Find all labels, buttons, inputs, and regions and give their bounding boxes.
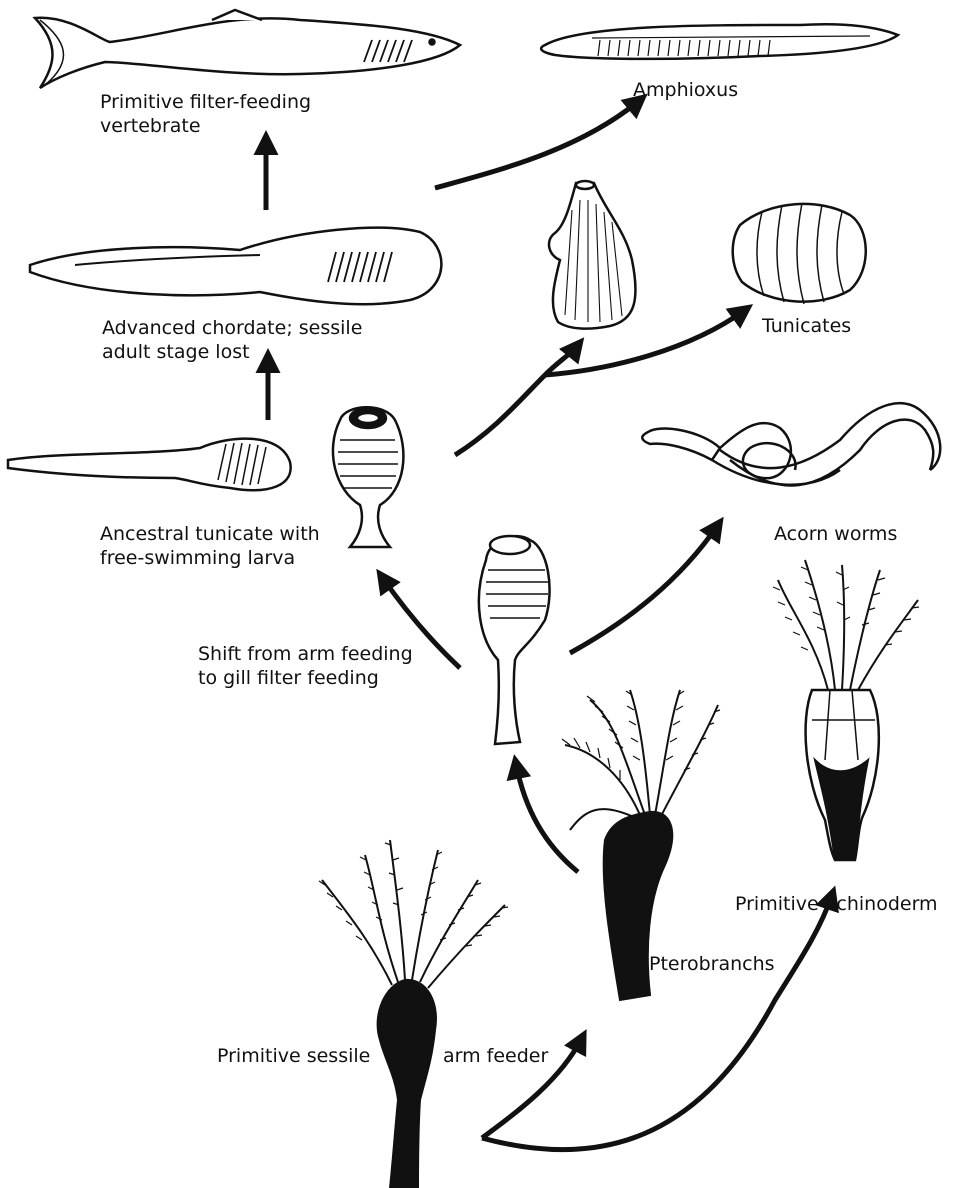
advanced-chordate-icon [30,228,441,304]
amphioxus-icon [541,24,898,59]
tunicate-adult-icon [333,407,403,547]
label-pterobranchs: Pterobranchs [649,952,775,976]
label-shift-1: Shift from arm feeding [198,642,413,666]
label-ancestral-tunicate-1: Ancestral tunicate with [100,522,320,546]
label-advanced-chordate-1: Advanced chordate; sessile [102,316,362,340]
arrow-to-amphioxus [435,100,640,188]
label-shift-2: to gill filter feeding [198,666,379,690]
tunicate-barrel-icon [733,203,866,304]
tunicate-icon [549,181,636,329]
arrow-to-echinoderm [482,895,832,1150]
fish-icon [35,10,460,88]
label-filter-vertebrate-2: vertebrate [100,114,201,138]
arm-feeder-icon [319,840,508,1188]
label-advanced-chordate-2: adult stage lost [102,340,250,364]
label-ancestral-tunicate-2: free-swimming larva [100,546,295,570]
echinoderm-icon [773,560,919,860]
larva-icon [8,439,291,491]
label-primitive-echinoderm: Primitive echinoderm [735,892,938,916]
transitional-form-icon [479,536,550,744]
label-filter-vertebrate-1: Primitive filter-feeding [100,90,311,114]
arrow-to-tunicate [455,345,578,455]
label-sessile-arm-feeder-2: arm feeder [443,1044,548,1068]
arrow-to-acorn-worms [570,525,718,653]
label-tunicates: Tunicates [762,314,851,338]
arrow-to-transitional-form [516,764,578,872]
acorn-worm-icon [642,403,940,485]
label-acorn-worms: Acorn worms [774,522,897,546]
label-sessile-arm-feeder-1: Primitive sessile [217,1044,370,1068]
label-amphioxus: Amphioxus [633,78,738,102]
